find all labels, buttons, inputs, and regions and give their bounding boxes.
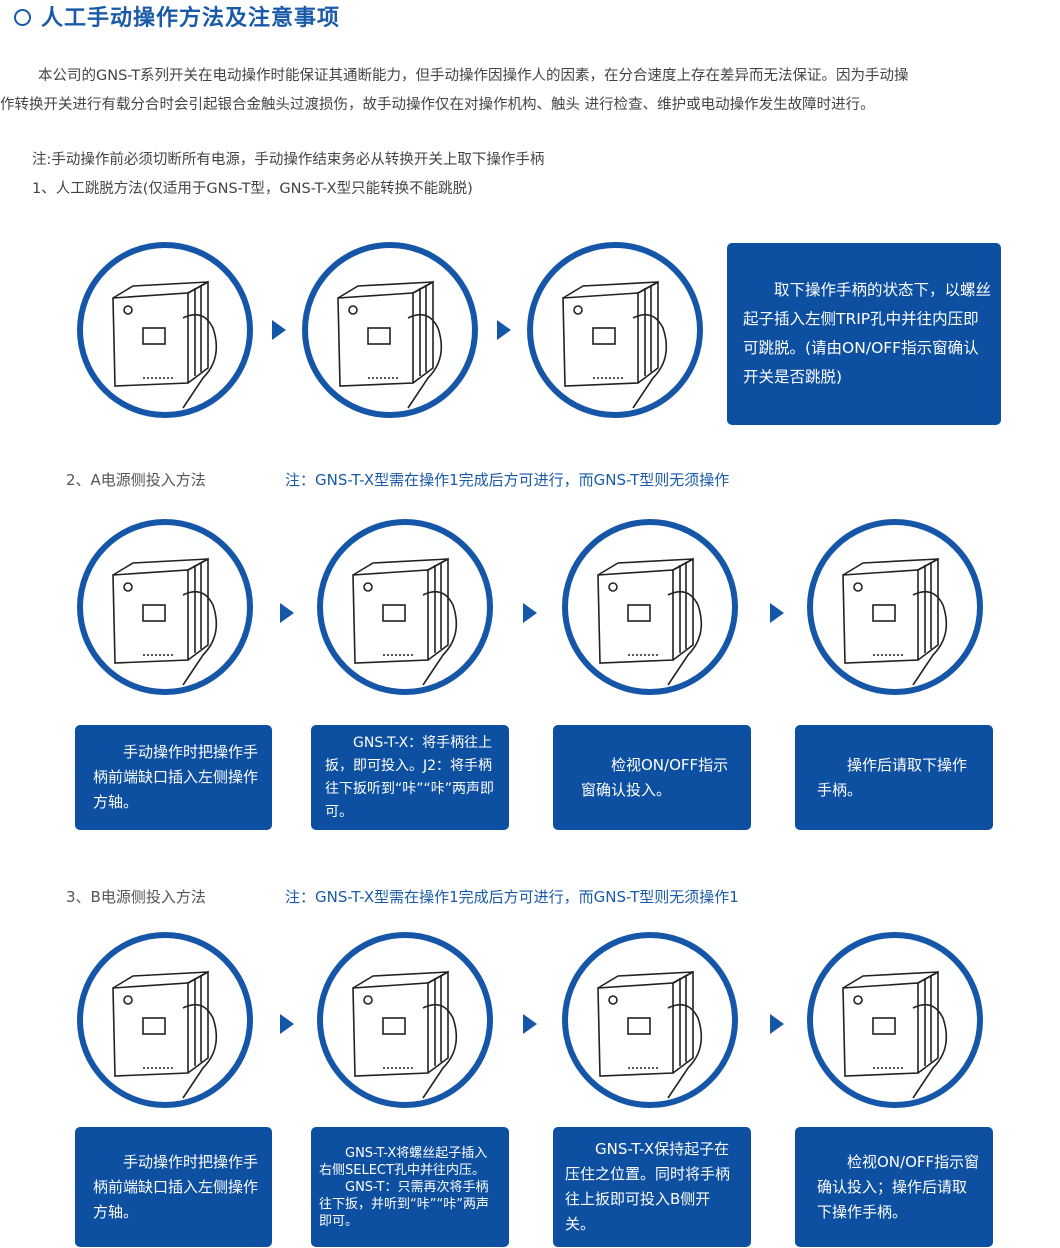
arrow-right-icon <box>497 320 511 340</box>
step-illustration <box>317 519 493 695</box>
switch-sketch-icon <box>597 970 703 1099</box>
instruction-box: 检视ON/OFF指示窗确认投入；操作后请取下操作手柄。 <box>795 1127 993 1247</box>
step-illustration <box>302 242 478 418</box>
intro-line-1: 本公司的GNS-T系列开关在电动操作时能保证其通断能力，但手动操作因操作人的因素… <box>38 68 909 84</box>
switch-sketch-icon <box>842 557 948 686</box>
arrow-right-icon <box>523 1014 537 1034</box>
warning-note: 注:手动操作前必须切断所有电源，手动操作结束务必从转换开关上取下操作手柄 <box>32 152 545 168</box>
switch-sketch-icon <box>112 970 218 1099</box>
section3-note: 注：GNS-T-X型需在操作1完成后方可进行，而GNS-T型则无须操作1 <box>285 888 739 906</box>
switch-sketch-icon <box>842 970 948 1099</box>
instruction-box: 手动操作时把操作手柄前端缺口插入左侧操作方轴。 <box>75 725 272 830</box>
instruction-text: 检视ON/OFF指示窗确认投入。 <box>581 755 729 799</box>
instruction-text: 手动操作时把操作手柄前端缺口插入左侧操作方轴。 <box>93 743 259 811</box>
circle-bullet-icon <box>14 9 31 26</box>
step-illustration <box>807 932 983 1108</box>
step-illustration <box>77 519 253 695</box>
step-illustration <box>317 932 493 1108</box>
switch-sketch-icon <box>112 557 218 686</box>
step-illustration <box>77 932 253 1108</box>
instruction-box: 检视ON/OFF指示窗确认投入。 <box>553 725 751 830</box>
step-illustration <box>562 932 738 1108</box>
switch-sketch-icon <box>112 280 218 409</box>
instruction-text: GNS-T-X将螺丝起子插入右侧SELECT孔中并往内压。 GNS-T：只需再次… <box>319 1145 489 1229</box>
arrow-right-icon <box>280 603 294 623</box>
section2-label: 2、A电源侧投入方法 <box>66 471 206 489</box>
instruction-box: GNS-T-X：将手柄往上扳，即可投入。J2：将手柄往下扳听到“咔”“咔”两声即… <box>311 725 509 830</box>
instruction-text: GNS-T-X：将手柄往上扳，即可投入。J2：将手柄往下扳听到“咔”“咔”两声即… <box>325 734 495 820</box>
switch-sketch-icon <box>352 557 458 686</box>
section2-note: 注：GNS-T-X型需在操作1完成后方可进行，而GNS-T型则无须操作 <box>285 471 730 489</box>
step-illustration <box>562 519 738 695</box>
instruction-text: 检视ON/OFF指示窗确认投入；操作后请取下操作手柄。 <box>817 1152 980 1221</box>
step-illustration <box>807 519 983 695</box>
intro-line-2: 作转换开关进行有载分合时会引起银合金触头过渡损伤，故手动操作仅在对操作机构、触头… <box>0 97 875 113</box>
instruction-text: 操作后请取下操作手柄。 <box>817 755 968 799</box>
instruction-text: 取下操作手柄的状态下，以螺丝起子插入左侧TRIP孔中并往内压即可跳脱。(请由ON… <box>743 281 992 386</box>
instruction-box: GNS-T-X保持起子在压住之位置。同时将手柄往上扳即可投入B侧开关。 <box>553 1127 751 1247</box>
arrow-right-icon <box>523 603 537 623</box>
step-illustration <box>527 242 703 418</box>
arrow-right-icon <box>770 1014 784 1034</box>
instruction-box: GNS-T-X将螺丝起子插入右侧SELECT孔中并往内压。 GNS-T：只需再次… <box>311 1127 509 1247</box>
arrow-right-icon <box>272 320 286 340</box>
instruction-text: GNS-T-X保持起子在压住之位置。同时将手柄往上扳即可投入B侧开关。 <box>565 1140 731 1233</box>
instruction-text: 手动操作时把操作手柄前端缺口插入左侧操作方轴。 <box>93 1152 259 1221</box>
section3-label: 3、B电源侧投入方法 <box>66 888 206 906</box>
arrow-right-icon <box>280 1014 294 1034</box>
instruction-box: 手动操作时把操作手柄前端缺口插入左侧操作方轴。 <box>75 1127 272 1247</box>
switch-sketch-icon <box>562 280 668 409</box>
switch-sketch-icon <box>597 557 703 686</box>
section1-label: 1、人工跳脱方法(仅适用于GNS-T型，GNS-T-X型只能转换不能跳脱) <box>32 181 473 197</box>
arrow-right-icon <box>770 603 784 623</box>
step-illustration <box>77 242 253 418</box>
instruction-box: 取下操作手柄的状态下，以螺丝起子插入左侧TRIP孔中并往内压即可跳脱。(请由ON… <box>727 243 1001 425</box>
page-title: 人工手动操作方法及注意事项 <box>14 0 340 32</box>
switch-sketch-icon <box>352 970 458 1099</box>
title-text: 人工手动操作方法及注意事项 <box>41 6 341 31</box>
switch-sketch-icon <box>337 280 443 409</box>
instruction-box: 操作后请取下操作手柄。 <box>795 725 993 830</box>
